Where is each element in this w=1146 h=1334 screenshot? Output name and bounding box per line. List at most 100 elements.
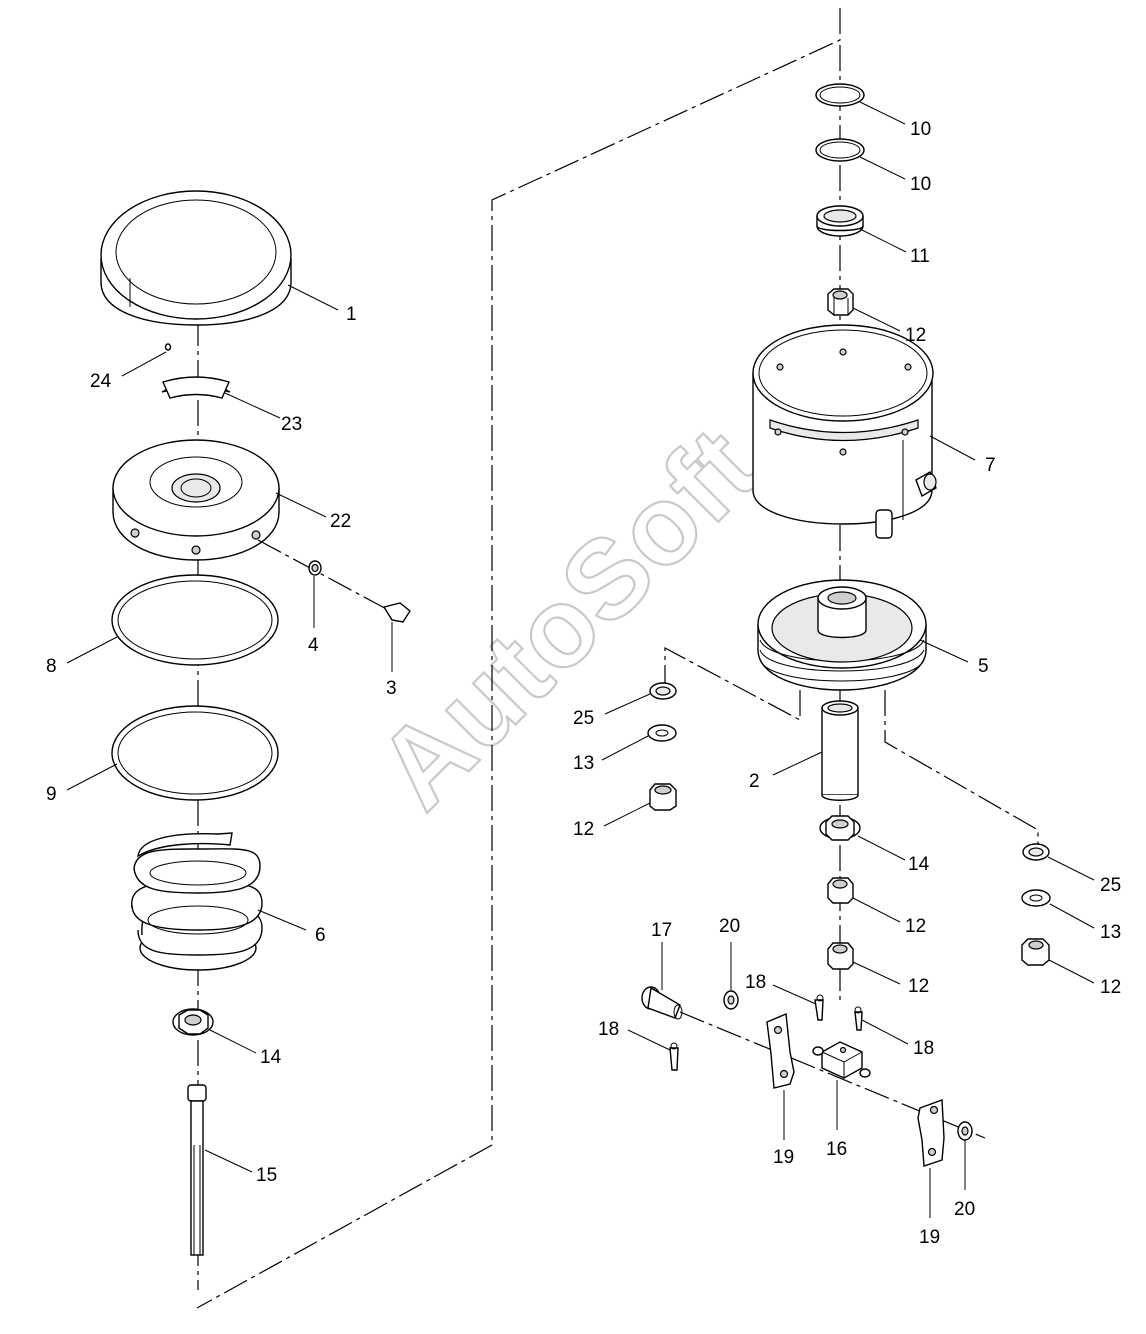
leader-5: [919, 639, 969, 663]
leader-2: [772, 751, 823, 776]
part-screw: [382, 602, 411, 623]
callout-19-right: 19: [919, 1227, 940, 1248]
leader-12-top: [852, 307, 901, 332]
part-clevis-pin: [641, 986, 683, 1020]
callout-6: 6: [315, 925, 326, 946]
part-cotter-pin-a: [814, 994, 824, 1021]
part-seat-cushion: [100, 190, 292, 326]
callout-20-right: 20: [954, 1199, 975, 1220]
callout-23: 23: [281, 414, 302, 435]
callout-12-right: 12: [1100, 977, 1121, 998]
callout-10-lower: 10: [910, 174, 931, 195]
leader-12-mid2: [852, 961, 901, 985]
callout-1: 1: [346, 304, 357, 325]
part-cylinder-housing: [752, 324, 937, 539]
leader-12-right: [1048, 959, 1095, 984]
part-ring-housing: [112, 439, 280, 561]
part-nut-top: [827, 288, 854, 316]
callout-18-b: 18: [913, 1038, 934, 1059]
part-washer-25-right: [1022, 843, 1050, 861]
callout-3: 3: [386, 678, 397, 699]
assembly-boundary-line: [196, 8, 841, 1309]
callout-13-right: 13: [1100, 922, 1121, 943]
leader-25-left: [604, 693, 651, 715]
callout-4: 4: [308, 635, 319, 656]
callout-24: 24: [90, 371, 112, 392]
leader-14-left: [209, 1029, 257, 1054]
callout-12-mid2: 12: [908, 976, 929, 997]
callout-12-mid1: 12: [905, 916, 926, 937]
callout-20-left: 20: [719, 916, 740, 937]
callout-13-left: 13: [573, 753, 594, 774]
part-washer-4: [308, 560, 322, 576]
part-washer-13-left: [647, 724, 677, 742]
leader-13-right: [1049, 903, 1095, 929]
part-long-bolt: [187, 1084, 207, 1256]
part-coil-spring: [131, 832, 263, 971]
part-bushing: [816, 205, 864, 237]
callout-15: 15: [256, 1165, 277, 1186]
part-curved-plate: [161, 376, 231, 399]
leader-12-left: [603, 802, 651, 827]
leader-10-lower: [859, 156, 906, 180]
part-small-pin: [164, 343, 172, 351]
part-bracket-right: [917, 1099, 945, 1167]
part-oring-10-upper: [815, 83, 865, 107]
leader-23: [224, 392, 281, 419]
callout-18-c: 18: [598, 1019, 619, 1040]
callout-5: 5: [978, 656, 989, 677]
callout-14-left: 14: [260, 1047, 282, 1068]
leader-18-c: [627, 1029, 671, 1051]
callout-17: 17: [651, 920, 672, 941]
callout-12-top: 12: [905, 325, 926, 346]
callout-9: 9: [46, 784, 57, 805]
callout-16: 16: [826, 1139, 847, 1160]
leader-7: [929, 435, 976, 461]
part-washer-20-left: [723, 990, 739, 1010]
leader-18-a: [772, 984, 817, 1005]
leader-10-upper: [859, 101, 906, 125]
callout-10-upper: 10: [910, 119, 931, 140]
part-tube: [821, 700, 859, 801]
leader-9: [66, 763, 118, 791]
part-connector-block: [812, 1041, 871, 1079]
leader-1: [287, 284, 339, 311]
callout-18-a: 18: [745, 972, 766, 993]
part-nut-mid-1: [827, 877, 854, 904]
callout-7: 7: [985, 455, 996, 476]
part-washer-13-right: [1021, 889, 1051, 907]
pin-axis: [679, 1011, 986, 1139]
part-nut-mid-2: [827, 942, 854, 970]
callout-19-left: 19: [773, 1147, 794, 1168]
callout-25-left: 25: [573, 708, 594, 729]
part-ring-8: [111, 574, 279, 666]
leader-24: [121, 351, 167, 377]
callout-25-right: 25: [1100, 875, 1121, 896]
callout-22: 22: [330, 511, 351, 532]
leader-6: [257, 909, 307, 931]
part-nut-right: [1021, 938, 1050, 966]
callout-12-left: 12: [573, 819, 594, 840]
callout-11: 11: [910, 246, 930, 267]
link-axis-right: [884, 690, 1039, 845]
part-flange-nut-left: [172, 1008, 214, 1036]
part-cotter-pin-b: [854, 1006, 863, 1031]
part-cotter-pin-c: [669, 1042, 679, 1071]
leader-12-mid1: [852, 897, 901, 923]
part-ring-9: [111, 705, 279, 801]
leader-8: [66, 636, 118, 664]
leader-22: [275, 492, 327, 518]
callout-2: 2: [749, 771, 760, 792]
fastener-axis: [257, 539, 393, 613]
leader-11: [859, 228, 907, 253]
part-nut-left: [649, 783, 677, 811]
callout-14-right: 14: [908, 854, 930, 875]
part-bracket-left: [766, 1012, 795, 1089]
part-oring-10-lower: [815, 138, 865, 162]
leader-13-left: [601, 735, 649, 761]
leader-25-right: [1047, 856, 1095, 881]
leader-18-b: [861, 1019, 909, 1045]
leader-15: [204, 1149, 253, 1173]
watermark: AutoSoft: [354, 404, 782, 832]
